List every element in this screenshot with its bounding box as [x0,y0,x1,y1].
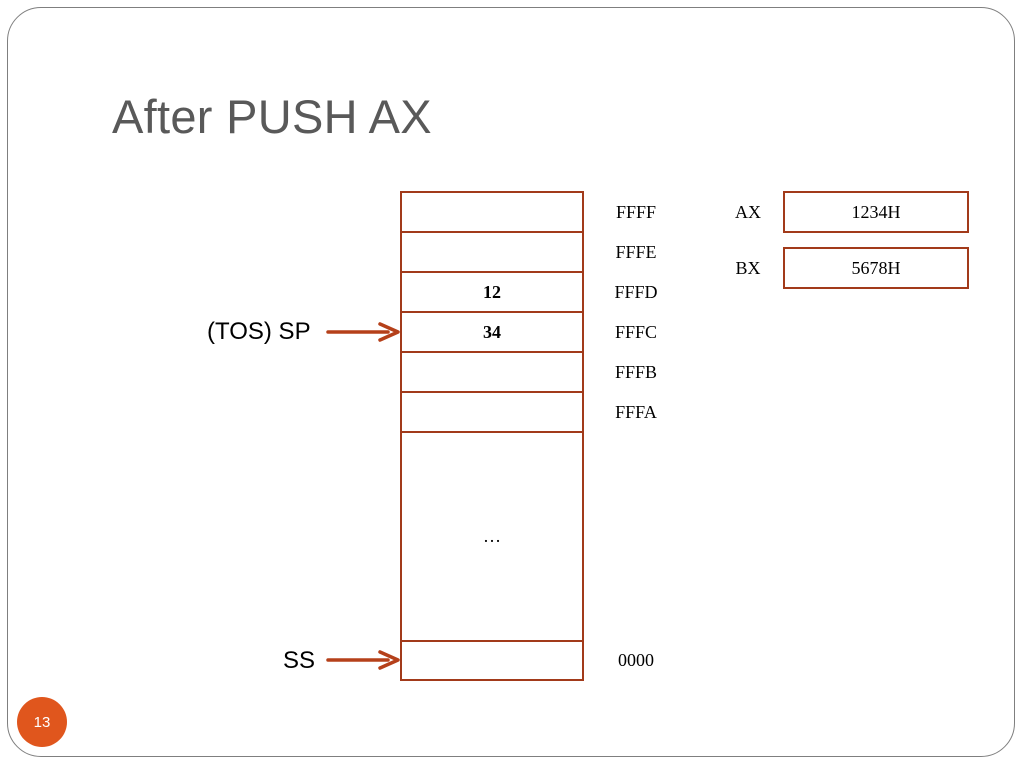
stack-cell-ffff [400,191,584,233]
address-label-fffa: FFFA [615,402,657,422]
address-label-ffff: FFFF [615,202,657,222]
address-label-fffc: FFFC [614,322,658,342]
ss-pointer-label: SS [283,647,316,674]
register-bx-label: BX [735,258,761,278]
stack-cell-fffb [400,351,584,393]
page-number-badge: 13 [17,697,67,747]
stack-cell-0000 [400,640,584,681]
stack-cell-fffa [400,391,584,433]
register-bx-value: 5678H [783,247,969,289]
address-label-fffe: FFFE [615,242,657,262]
register-ax-value: 1234H [783,191,969,233]
stack-cell-ellipsis: … [400,431,584,642]
stack-cell-fffe [400,231,584,273]
address-label-fffd: FFFD [614,282,658,302]
sp-arrow-icon [326,322,400,342]
ss-arrow-icon [326,650,400,670]
register-ax-label: AX [735,202,761,222]
stack-cell-fffc: 34 [400,311,584,353]
sp-pointer-label: (TOS) SP [207,318,311,345]
address-label-fffb: FFFB [614,362,658,382]
stack-cell-fffd: 12 [400,271,584,313]
slide-frame [7,7,1015,757]
slide-title: After PUSH AX [112,90,432,143]
address-label-0000: 0000 [618,650,654,670]
